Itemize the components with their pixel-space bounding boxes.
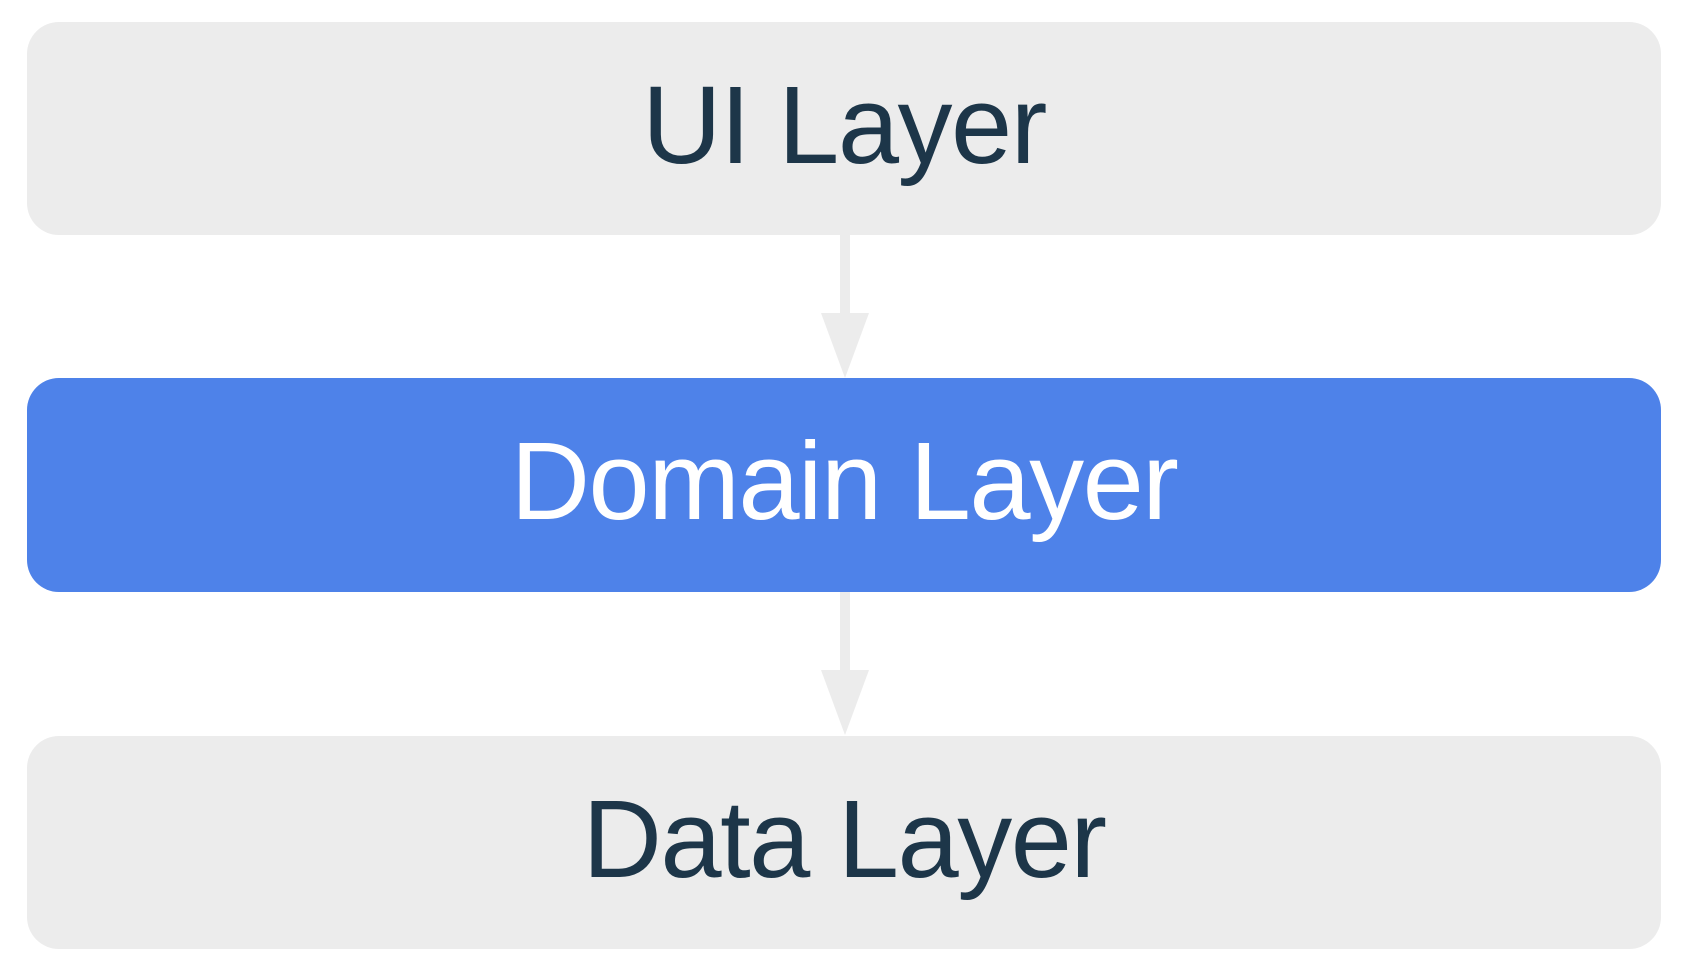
arrow-shaft	[840, 592, 850, 670]
layer-box-ui: UI Layer	[27, 22, 1661, 235]
arrow-shaft	[840, 235, 850, 313]
layer-box-data: Data Layer	[27, 736, 1661, 949]
arrow-head-down-icon	[821, 313, 869, 378]
layer-label-ui: UI Layer	[642, 63, 1047, 187]
layer-label-domain: Domain Layer	[510, 420, 1179, 543]
layer-label-data: Data Layer	[582, 777, 1107, 901]
layer-box-domain: Domain Layer	[27, 378, 1661, 592]
arrow-head-down-icon	[821, 670, 869, 735]
